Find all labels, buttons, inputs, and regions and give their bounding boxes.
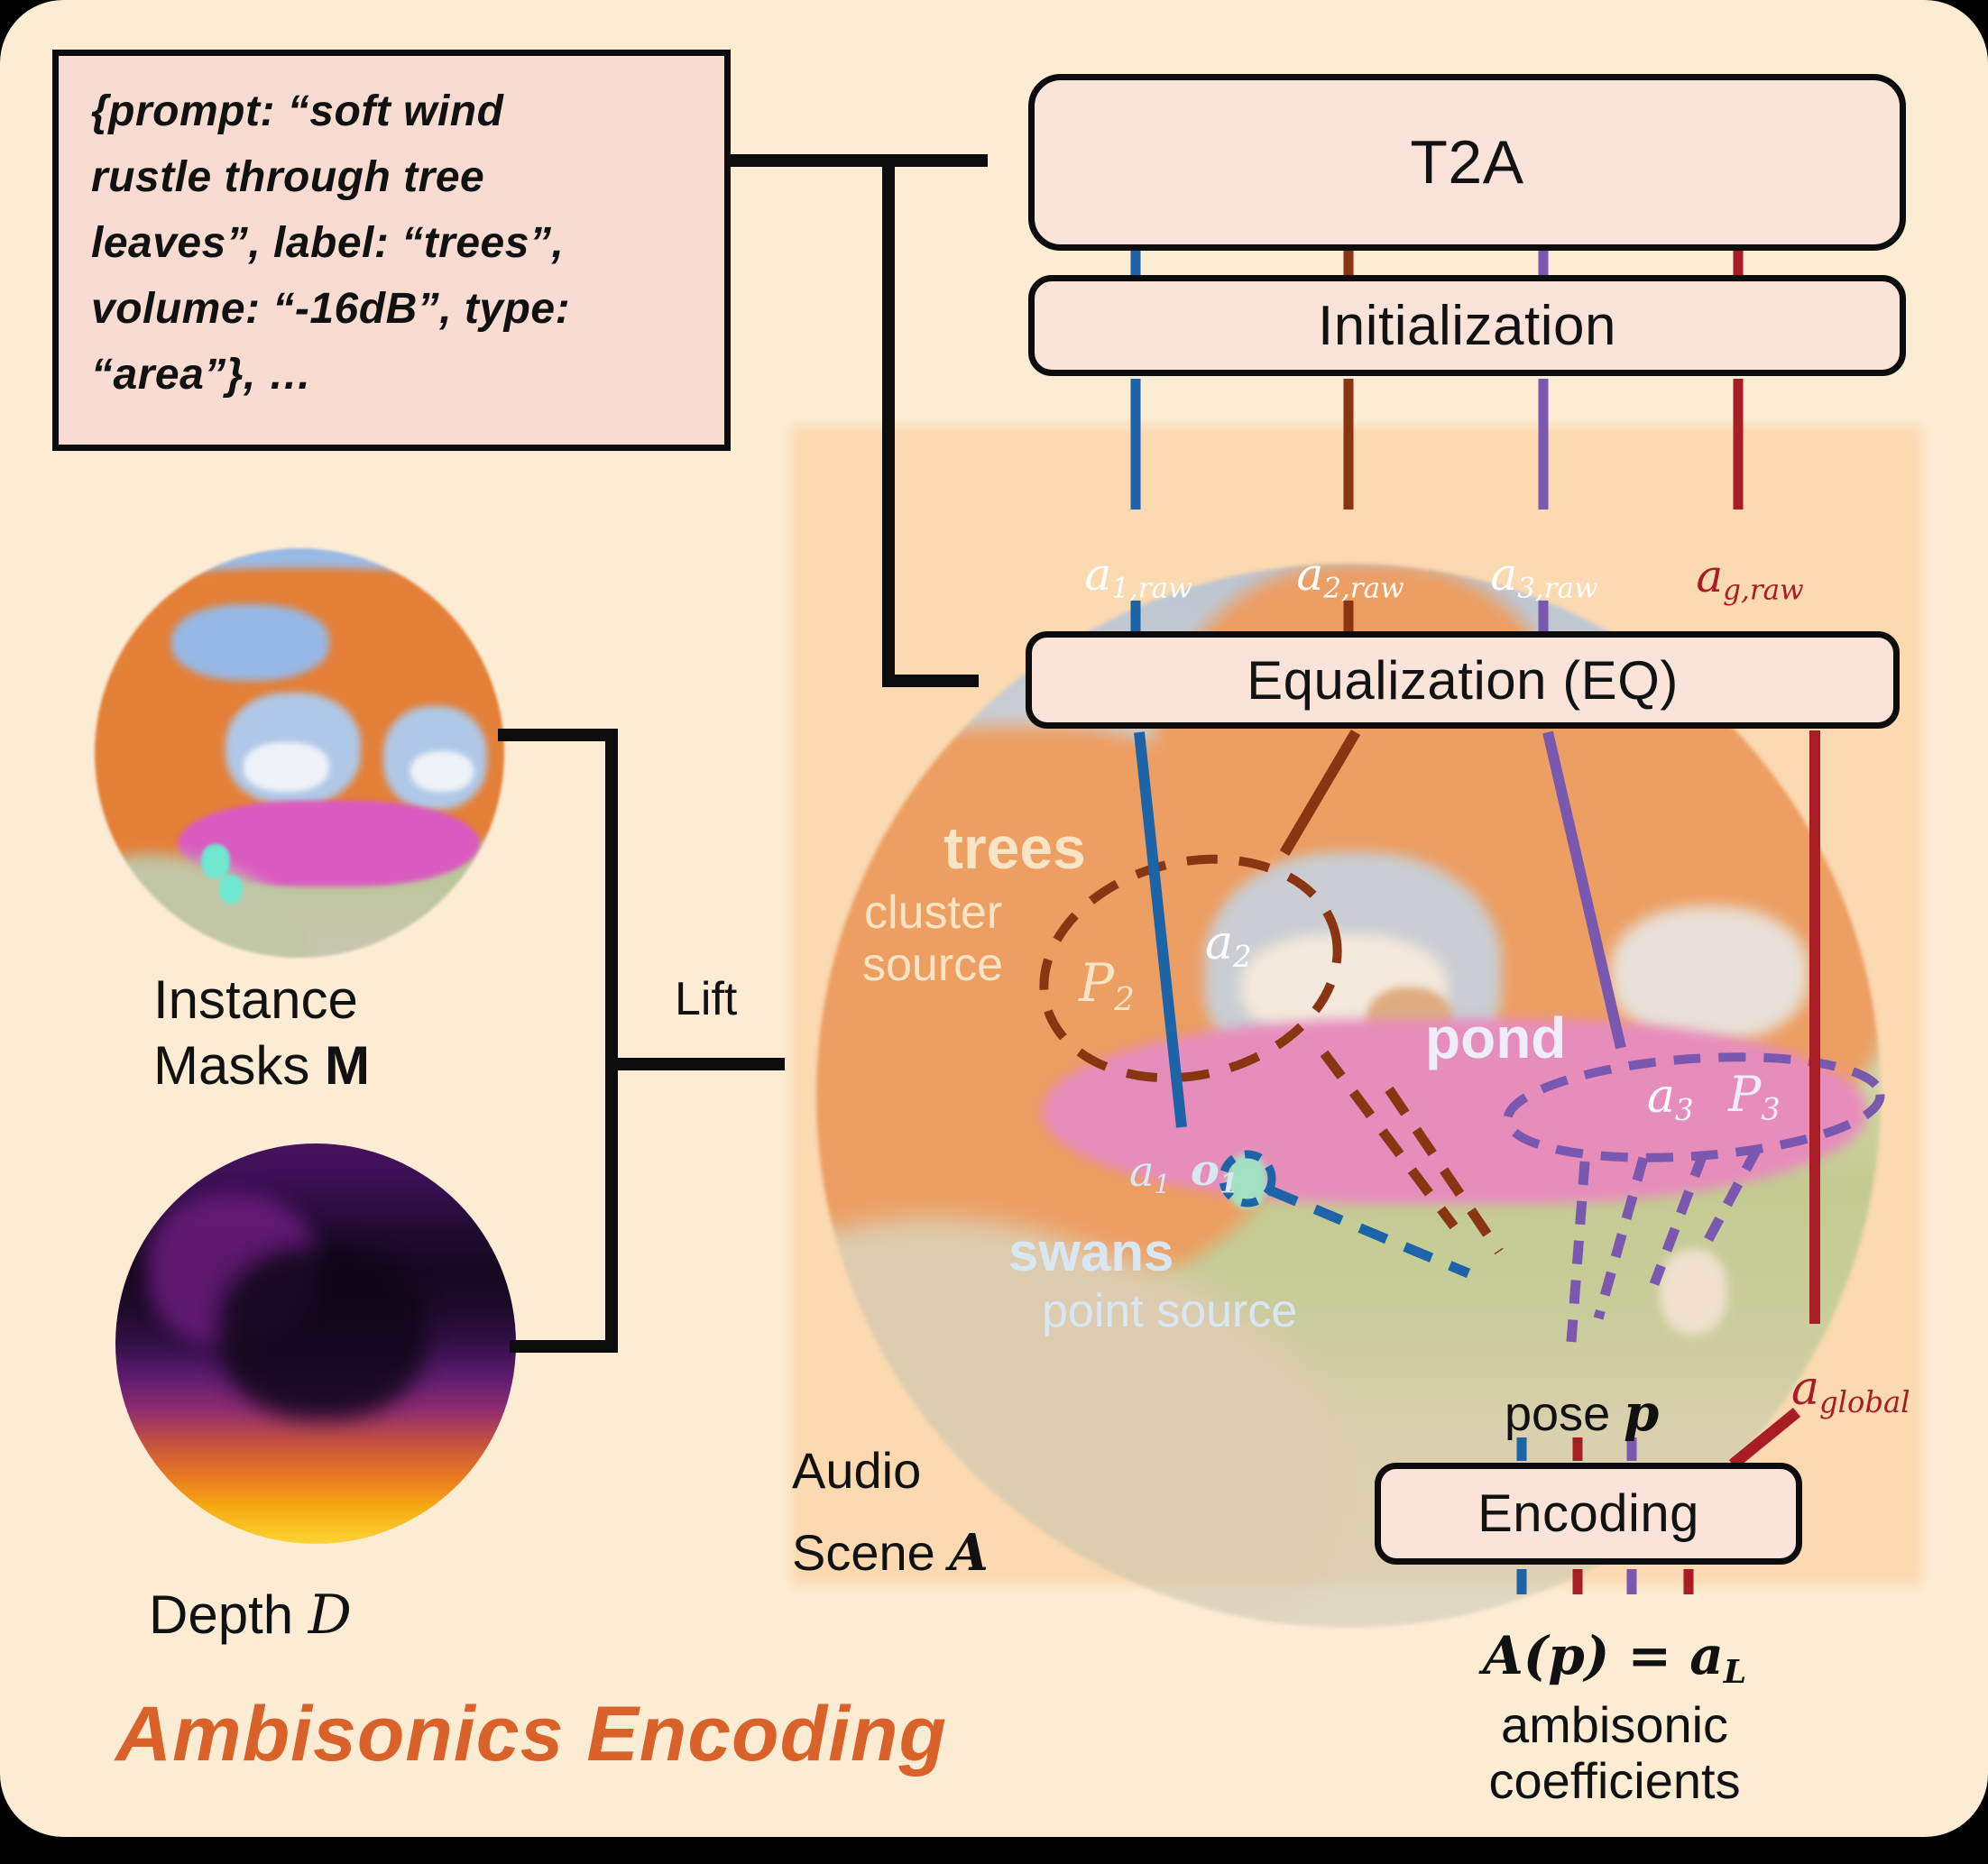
figure-title: Ambisonics Encoding [115,1691,948,1777]
arrow-eq-a1 [1134,731,1187,1128]
t2a-box[interactable]: T2A [1028,74,1906,251]
instance-masks-var: M [325,1035,371,1097]
depth-label: Depth D [149,1584,352,1647]
dashed-pond-to-pose [1566,1161,1590,1343]
a2raw-label: a2,raw [1296,548,1404,605]
trees-cluster-label: cluster [864,886,1003,939]
cloud [244,742,329,792]
cloud [410,751,474,792]
t2a-label: T2A [1410,128,1524,197]
dashed-trees-to-pose [1385,1086,1504,1255]
swans-label: swans [1008,1222,1174,1282]
dashed-pond-to-pose [1700,1146,1762,1249]
dashed-pond-to-pose [1593,1156,1649,1320]
p3-label: P3 [1728,1066,1781,1127]
a1-label: a1 [1129,1147,1171,1199]
trees-label: trees [943,814,1086,881]
ambisonic-caption-2: coefficients [1488,1752,1741,1809]
depth-var: D [308,1584,352,1647]
prompt-text: {prompt: “soft wind rustle through tree … [91,87,571,399]
a2-label: a2 [1205,916,1252,975]
equalization-box[interactable]: Equalization (EQ) [1026,631,1900,729]
pond-label: pond [1425,1005,1567,1070]
pose-label: pose p [1505,1383,1660,1443]
initialization-label: Initialization [1318,294,1616,357]
swans-point-circle [1219,1150,1276,1207]
instance-masks-sphere [95,548,504,958]
line-aglobal-to-encoding [1728,1407,1801,1470]
equalization-label: Equalization (EQ) [1247,649,1679,711]
arrow-eq-a2 [1279,729,1361,857]
arrow-prompt-to-eq [882,161,979,687]
swan-statue-hint [1660,1249,1727,1335]
lift-label: Lift [675,973,738,1025]
trees-source-label: source [862,939,1004,991]
ambisonic-caption-1: ambisonic [1500,1696,1729,1753]
arrow-eq-a3 [1542,730,1626,1050]
audio-scene-label: Audio Scene A [792,1442,989,1583]
a3-label: a3 [1647,1070,1694,1128]
encoding-label: Encoding [1477,1484,1699,1543]
a3raw-label: a3,raw [1490,548,1598,605]
aglobal-label: aglobal [1791,1362,1910,1420]
p2-label: P2 [1079,952,1135,1019]
cloud [1610,906,1809,1042]
sky-gap [171,604,329,681]
agraw-label: ag,raw [1696,550,1804,607]
encoding-box[interactable]: Encoding [1375,1463,1802,1565]
dashed-swan-to-pose [1267,1185,1471,1279]
dashed-pond-to-pose [1649,1152,1708,1286]
audio-scene-var: A [949,1522,989,1583]
o1-label: o1 [1191,1145,1238,1200]
initialization-box[interactable]: Initialization [1028,275,1906,376]
swan-mask-bit [219,875,243,904]
prompt-box: {prompt: “soft wind rustle through tree … [52,50,731,451]
pose-var: p [1624,1383,1660,1443]
depth-dark-region [219,1247,427,1419]
a1raw-label: a1,raw [1084,548,1192,605]
formula-label: A(p) = aL [1482,1625,1747,1692]
swans-point-source-label: point source [1042,1285,1298,1337]
trees-cluster-ellipse [1039,854,1342,1083]
instance-masks-label: Instance Masks M [153,969,371,1097]
dashed-trees-to-pose [1320,1050,1459,1230]
depth-map-sphere [115,1143,516,1544]
lift-bracket [498,729,618,1353]
swan-mask-bit [201,844,230,878]
